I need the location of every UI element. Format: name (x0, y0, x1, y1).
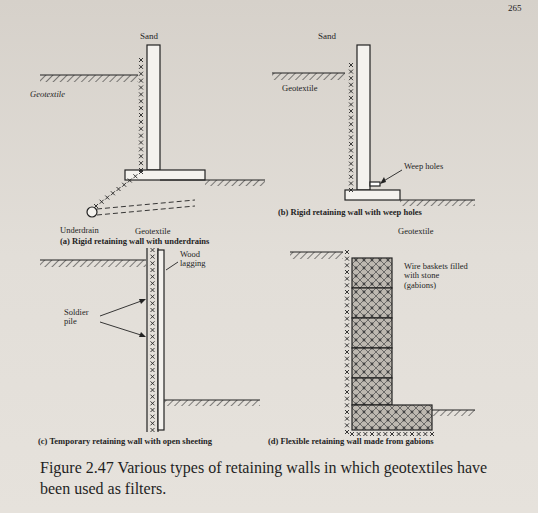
lagging-label: Wood lagging (180, 250, 220, 269)
wall-d (290, 252, 475, 430)
panel-caption: (c) Temporary retaining wall with open s… (38, 437, 212, 446)
gabion-label: Wire baskets filled with stone (gabions) (404, 262, 470, 290)
soldier-pile-label: Soldier pile (64, 308, 100, 327)
wall-a (40, 45, 265, 217)
underdrain-label: Underdrain (60, 226, 99, 235)
geotextile-label: Geotextile (398, 227, 433, 236)
wall-c (40, 248, 260, 432)
page-number: 265 (508, 4, 522, 14)
material-label: Sand (140, 32, 158, 42)
wall-b (272, 45, 475, 206)
panel-caption: (d) Flexible retaining wall made from ga… (268, 437, 433, 446)
material-label: Sand (318, 32, 336, 42)
geotextile-crosses (94, 58, 434, 436)
geotextile-label: Geotextile (135, 227, 170, 236)
geotextile-marks (94, 58, 434, 436)
panel-caption: (a) Rigid retaining wall with underdrain… (60, 237, 209, 246)
figure-caption: Figure 2.47 Various types of retaining w… (40, 458, 490, 500)
geotextile-label: Geotextile (30, 90, 65, 99)
panel-caption: (b) Rigid retaining wall with weep holes (278, 208, 422, 217)
geotextile-label: Geotextile (282, 84, 317, 93)
weep-holes-label: Weep holes (404, 162, 443, 171)
